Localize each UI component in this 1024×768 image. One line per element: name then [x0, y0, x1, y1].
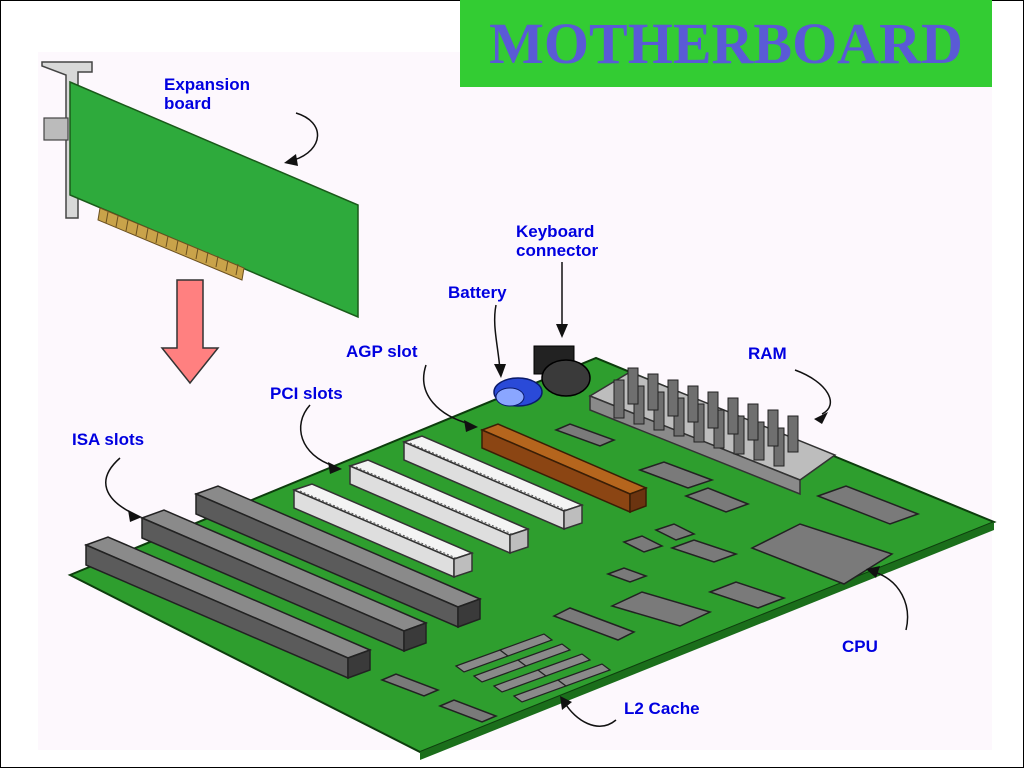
- down-arrow-icon: [160, 279, 220, 385]
- battery: [493, 377, 543, 407]
- keyboard-connector: [533, 345, 591, 397]
- leader-lines: [105, 112, 909, 727]
- label-cpu: CPU: [842, 637, 878, 656]
- label-expansion-board: Expansion board: [164, 75, 250, 113]
- chips: [380, 423, 921, 723]
- label-ram: RAM: [748, 344, 787, 363]
- label-keyboard-connector: Keyboard connector: [516, 222, 599, 260]
- expansion-board-illustration: [41, 61, 359, 319]
- agp-slot: [479, 423, 649, 514]
- label-battery: Battery: [448, 283, 507, 302]
- ram-modules: [588, 367, 837, 496]
- label-isa-slots: ISA slots: [72, 430, 145, 449]
- label-agp-slot: AGP slot: [346, 342, 418, 361]
- leader-arrowheads: [128, 154, 880, 710]
- label-l2-cache: L2 Cache: [624, 699, 700, 718]
- l2-cache-chips: [454, 633, 612, 703]
- slide-title: MOTHERBOARD: [460, 0, 992, 87]
- label-pci-slots: PCI slots: [270, 384, 343, 403]
- pci-slots: [291, 435, 585, 579]
- isa-slots: [83, 485, 483, 680]
